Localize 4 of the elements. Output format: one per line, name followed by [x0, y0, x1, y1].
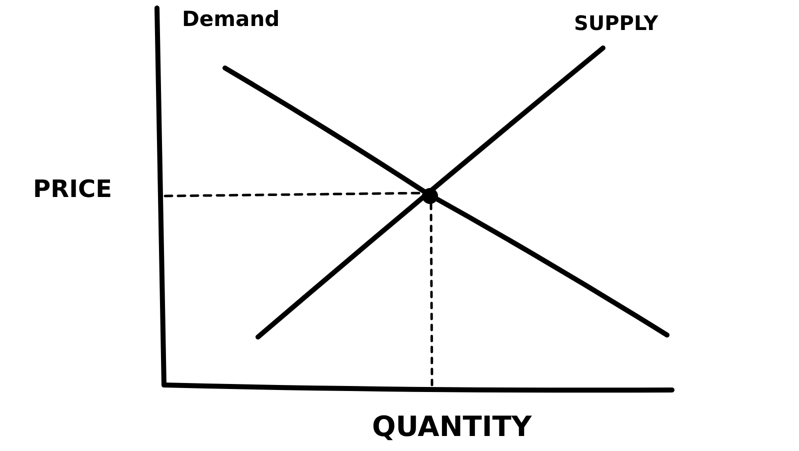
- axis-label: QUANTITY: [372, 413, 532, 441]
- curve-label: SUPPLY: [574, 13, 658, 33]
- axis-label: PRICE: [33, 177, 112, 201]
- curve-label: Demand: [182, 9, 280, 30]
